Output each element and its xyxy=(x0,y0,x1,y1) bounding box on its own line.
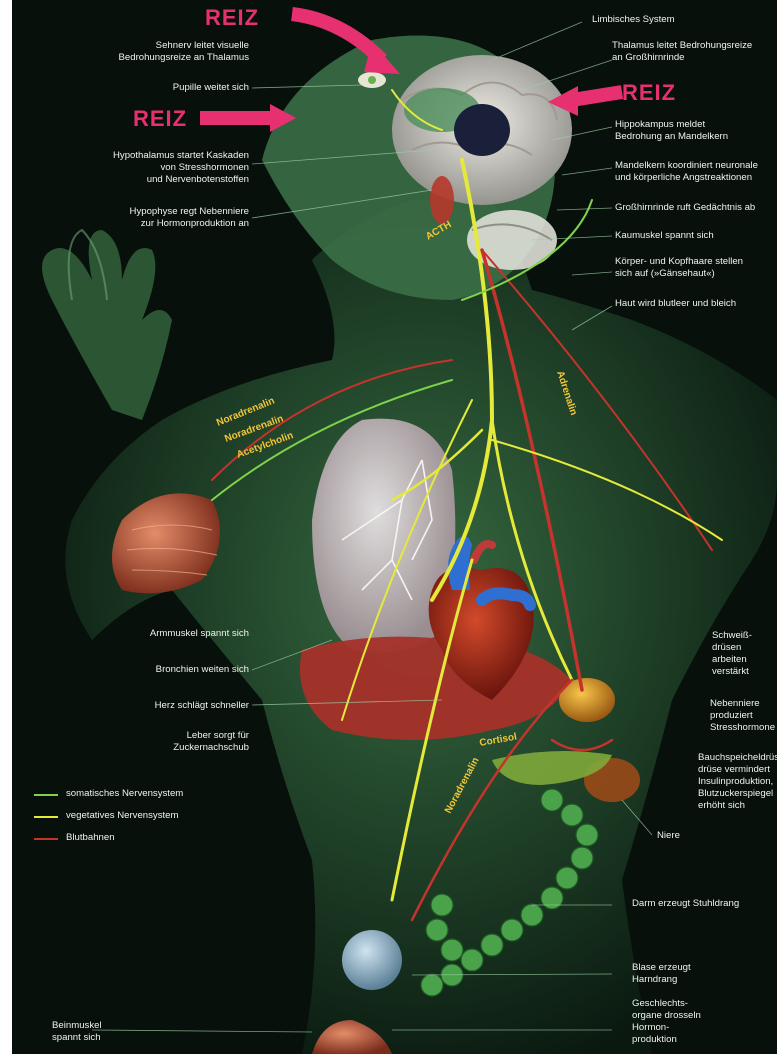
stimulus-label-right: REIZ xyxy=(622,80,676,106)
label-jaw-muscle: Kaumuskel spannt sich xyxy=(615,230,714,242)
label-arm-muscle: Armmuskel spannt sich xyxy=(150,628,249,640)
legend-label-vegetative: vegetatives Nervensystem xyxy=(66,810,179,821)
bladder xyxy=(342,930,402,990)
jaw-muscle xyxy=(430,176,454,224)
legend-swatch-blood xyxy=(34,838,58,840)
label-cortex: Großhirnrinde ruft Gedächtnis ab xyxy=(615,202,755,214)
legend-swatch-vegetative xyxy=(34,816,58,818)
label-skin: Haut wird blutleer und bleich xyxy=(615,298,736,310)
label-bowel: Darm erzeugt Stuhldrang xyxy=(632,898,739,910)
stimulus-label-top: REIZ xyxy=(205,5,259,31)
label-bronchi: Bronchien weiten sich xyxy=(156,664,249,676)
label-kidney: Niere xyxy=(657,830,680,842)
legend-swatch-somatic xyxy=(34,794,58,796)
anatomy-poster: Noradrenalin Noradrenalin Acetylcholin A… xyxy=(12,0,777,1054)
legend-label-somatic: somatisches Nervensystem xyxy=(66,788,183,799)
legend-label-blood: Blutbahnen xyxy=(66,832,115,843)
stimulus-label-left: REIZ xyxy=(133,106,187,132)
label-pupil: Pupille weitet sich xyxy=(173,82,249,94)
label-limbic-system: Limbisches System xyxy=(592,14,675,26)
label-heart: Herz schlägt schneller xyxy=(155,700,249,712)
